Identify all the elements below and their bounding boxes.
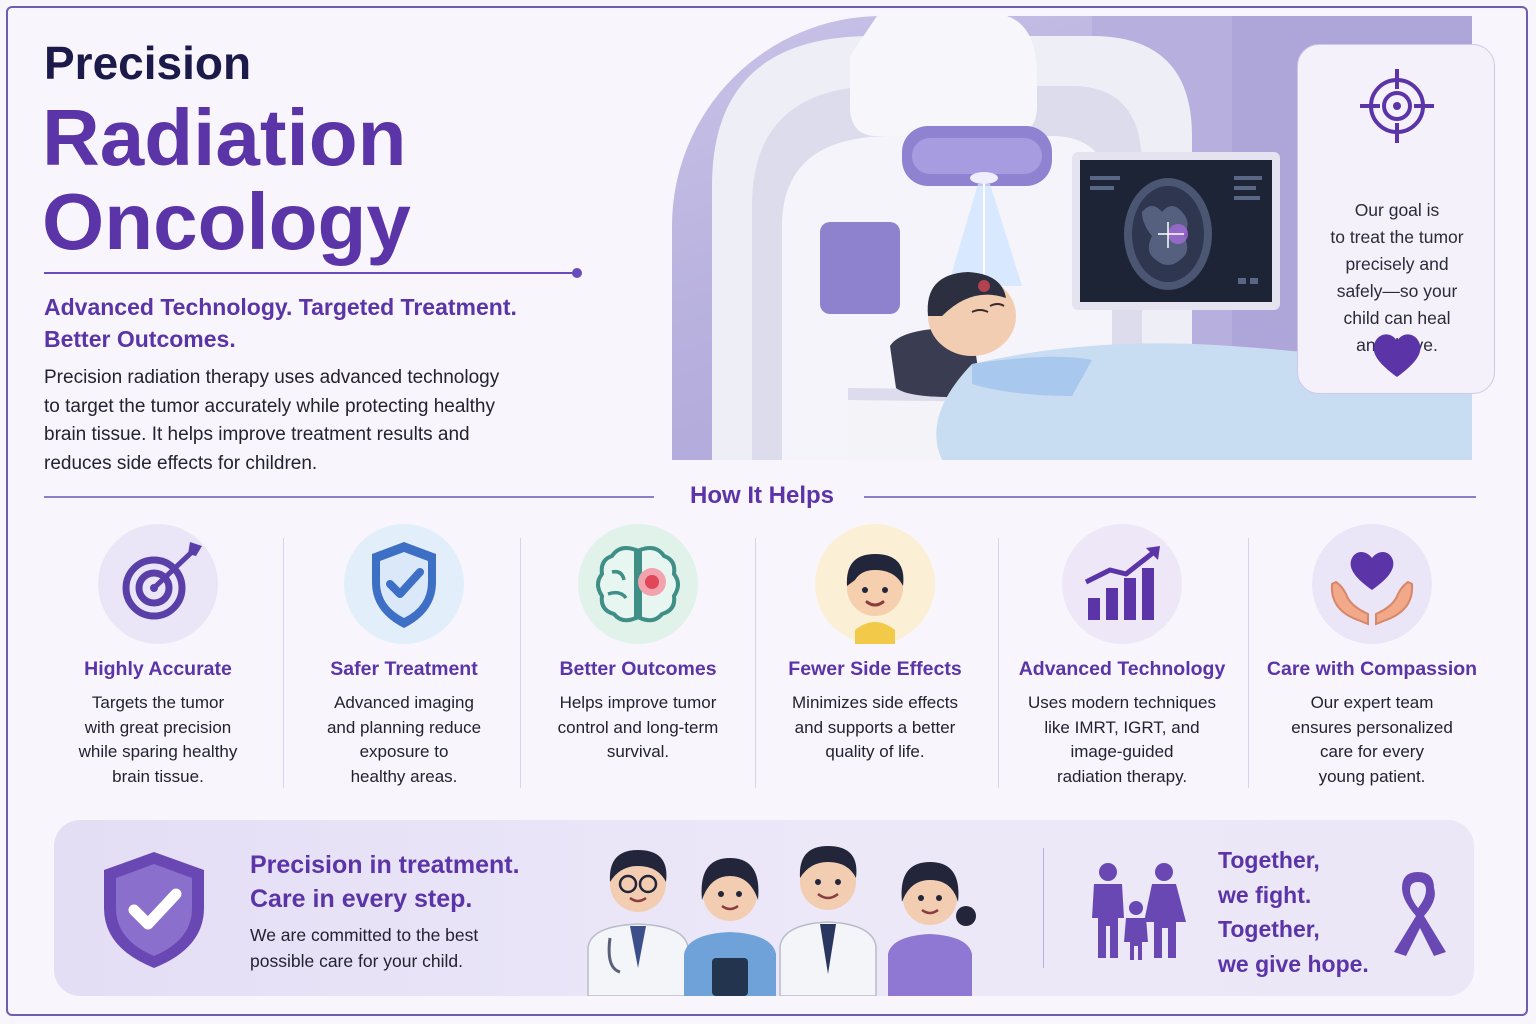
feature-line: care for every <box>1320 742 1424 761</box>
title-oncology: Oncology <box>42 177 411 266</box>
title-precision: Precision <box>44 37 252 89</box>
tagline-line: Better Outcomes. <box>44 326 236 352</box>
feature-line: while sparing healthy <box>78 742 238 761</box>
feature-line: Helps improve tumor <box>559 693 717 712</box>
target-arrow-icon <box>98 524 218 644</box>
section-title-how-it-helps: How It Helps <box>689 482 834 509</box>
intro-paragraph: Precision radiation therapy uses advance… <box>44 364 584 478</box>
feature-title: Safer Treatment <box>330 658 478 680</box>
heart-icon <box>1373 334 1421 377</box>
banner-headline-line: Care in every step. <box>250 885 473 913</box>
target-icon <box>1360 69 1434 143</box>
feature-line: ensures personalized <box>1291 717 1453 737</box>
feature-title: Highly Accurate <box>84 658 232 680</box>
brain-icon <box>578 524 698 644</box>
tagline: Advanced Technology. Targeted Treatment.… <box>44 291 604 355</box>
together-line: Together, <box>1218 916 1320 942</box>
banner-headline: Precision in treatment. Care in every st… <box>250 848 520 916</box>
column-divider <box>520 538 521 788</box>
section-rule-right <box>864 496 1476 498</box>
feature-fewer-side-effects: Fewer Side Effects Minimizes side effect… <box>757 524 993 765</box>
feature-line: like IMRT, IGRT, and <box>1044 717 1200 737</box>
feature-line: brain tissue. <box>112 766 204 786</box>
child-face-icon <box>815 524 935 644</box>
feature-highly-accurate: Highly Accurate Targets the tumor with g… <box>40 524 276 789</box>
feature-line: Targets the tumor <box>91 693 225 712</box>
shield-check-icon <box>104 852 204 968</box>
family-icon <box>1092 863 1186 960</box>
together-message: Together, we fight. Together, we give ho… <box>1218 843 1369 981</box>
tagline-line: Advanced Technology. Targeted Treatment. <box>44 294 517 320</box>
banner-subtext: We are committed to the best possible ca… <box>250 922 550 974</box>
feature-advanced-technology: Advanced Technology Uses modern techniqu… <box>1004 524 1240 789</box>
banner-sub-line: possible care for your child. <box>250 951 464 971</box>
banner-divider <box>1043 848 1044 968</box>
banner-sub-line: We are committed to the best <box>250 925 479 945</box>
feature-description: Uses modern techniques like IMRT, IGRT, … <box>1004 691 1240 789</box>
care-team-illustration <box>587 846 976 996</box>
feature-line: survival. <box>606 742 670 761</box>
feature-line: Uses modern techniques <box>1027 693 1217 712</box>
feature-line: with great precision <box>84 717 232 737</box>
feature-line: exposure to <box>359 742 449 761</box>
intro-line: brain tissue. It helps improve treatment… <box>44 424 470 445</box>
feature-line: control and long-term <box>557 717 719 737</box>
title-divider-dot <box>572 268 582 278</box>
intro-line: Precision radiation therapy uses advance… <box>44 367 500 388</box>
together-line: Together, <box>1218 847 1320 873</box>
title-radiation: Radiation <box>42 93 407 182</box>
feature-line: Minimizes side effects <box>792 693 958 712</box>
feature-description: Minimizes side effects and supports a be… <box>757 691 993 765</box>
feature-description: Advanced imaging and planning reduce exp… <box>286 691 522 789</box>
feature-line: Advanced imaging <box>334 693 474 712</box>
title-divider <box>44 272 576 274</box>
feature-line: and supports a better <box>794 717 956 737</box>
column-divider <box>998 538 999 788</box>
awareness-ribbon-icon <box>1394 872 1446 956</box>
feature-line: young patient. <box>1318 766 1426 786</box>
feature-line: and planning reduce <box>326 717 482 737</box>
goal-card: Our goal is to treat the tumor precisely… <box>1297 44 1495 394</box>
banner-headline-line: Precision in treatment. <box>250 851 520 879</box>
feature-title: Better Outcomes <box>559 658 717 680</box>
goal-line: precisely and <box>1345 254 1449 274</box>
feature-description: Our expert team ensures personalized car… <box>1252 691 1492 789</box>
together-line: we fight. <box>1218 881 1312 908</box>
together-line: we give hope. <box>1218 950 1369 977</box>
column-divider <box>755 538 756 788</box>
section-rule-left <box>44 496 654 498</box>
goal-line: to treat the tumor <box>1330 227 1464 247</box>
feature-line: healthy areas. <box>350 766 458 786</box>
column-divider <box>1248 538 1249 788</box>
shield-check-icon <box>344 524 464 644</box>
column-divider <box>283 538 284 788</box>
feature-title: Fewer Side Effects <box>788 658 962 680</box>
feature-line: quality of life. <box>825 742 925 761</box>
feature-line: Our expert team <box>1310 693 1434 712</box>
feature-care-with-compassion: Care with Compassion Our expert team ens… <box>1252 524 1492 789</box>
feature-safer-treatment: Safer Treatment Advanced imaging and pla… <box>286 524 522 789</box>
growth-chart-icon <box>1062 524 1182 644</box>
feature-description: Targets the tumor with great precision w… <box>40 691 276 789</box>
feature-title: Advanced Technology <box>1018 658 1226 680</box>
heart-hands-icon <box>1312 524 1432 644</box>
intro-line: reduces side effects for children. <box>44 452 318 474</box>
goal-line: child can heal <box>1343 308 1451 328</box>
goal-line: Our goal is <box>1354 200 1440 220</box>
feature-title: Care with Compassion <box>1266 658 1478 680</box>
feature-line: image-guided <box>1070 742 1174 761</box>
feature-better-outcomes: Better Outcomes Helps improve tumor cont… <box>520 524 756 765</box>
goal-line: safely—so your <box>1336 281 1458 301</box>
intro-line: to target the tumor accurately while pro… <box>44 395 495 417</box>
feature-description: Helps improve tumor control and long-ter… <box>520 691 756 765</box>
feature-line: radiation therapy. <box>1056 766 1188 786</box>
